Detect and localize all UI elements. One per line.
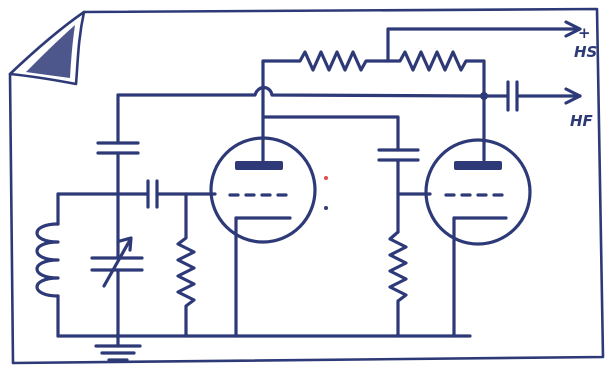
tube1-plate-link xyxy=(261,115,400,152)
red-mark xyxy=(324,176,328,180)
coupling-capacitor xyxy=(377,148,432,234)
anode-resistor-left xyxy=(261,50,387,108)
feedback-capacitor xyxy=(96,141,140,196)
ground-symbol-icon xyxy=(94,334,142,362)
grid-capacitor-1 xyxy=(116,179,217,209)
dot-mark xyxy=(324,206,328,210)
hf-output xyxy=(480,80,582,112)
tank-coil xyxy=(35,192,120,338)
variable-capacitor xyxy=(90,192,144,338)
plus-label: + xyxy=(578,24,591,42)
feedback-line xyxy=(116,85,486,145)
hs-supply-line xyxy=(386,20,582,63)
paper-border xyxy=(8,7,605,365)
hs-label: HS xyxy=(574,43,597,61)
tube-1 xyxy=(209,104,317,338)
anode-resistor-right xyxy=(383,50,486,96)
folded-corner-icon xyxy=(8,10,86,86)
grid-resistor-1 xyxy=(176,192,196,338)
hf-label: HF xyxy=(570,112,594,130)
tube-2 xyxy=(424,138,532,338)
grid-resistor-2 xyxy=(388,230,408,338)
